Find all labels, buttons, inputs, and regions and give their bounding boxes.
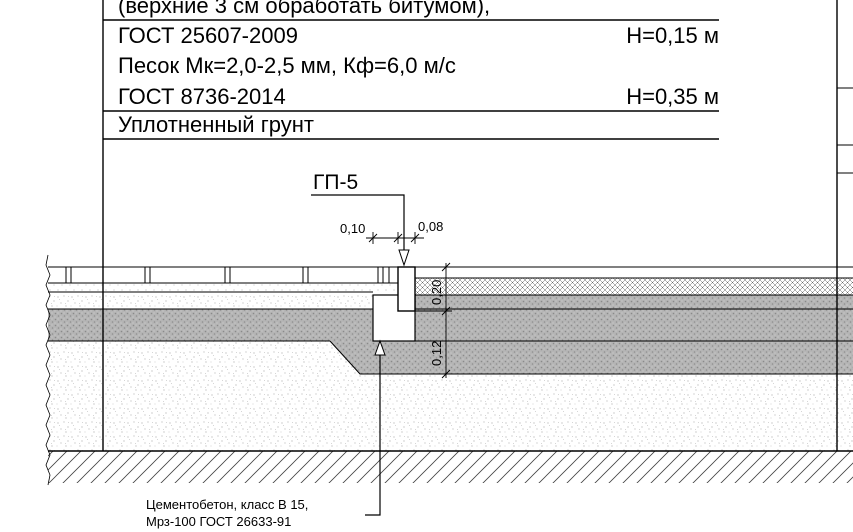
curb-stone [397, 266, 416, 312]
height-dimension [415, 262, 452, 379]
width-dimension [366, 232, 424, 244]
asphalt-layer [415, 278, 853, 295]
callout-line-2: Мрз-100 ГОСТ 26633-91 [146, 514, 291, 529]
spec-row-0-left: (верхние 3 см обработать битумом), [118, 0, 490, 18]
curb-mark-label: ГП-5 [313, 171, 358, 194]
curb-assembly [372, 266, 416, 342]
spec-table: (верхние 3 см обработать битумом), ГОСТ … [118, 0, 719, 137]
spec-row-1-left: ГОСТ 25607-2009 [118, 23, 298, 48]
spec-row-4-left: Уплотненный грунт [118, 112, 314, 137]
sidewalk-subbase [48, 283, 398, 292]
spec-row-2-left: Песок Мк=2,0-2,5 мм, Кф=6,0 м/с [118, 53, 456, 78]
gravel-under-asphalt [415, 295, 853, 309]
frame-lines [102, 0, 853, 451]
dim-left-label: 0,10 [340, 221, 365, 236]
sidewalk-sand-layer [48, 292, 373, 309]
curb-mark-leader [311, 194, 410, 267]
spec-row-1-right: Н=0,15 м [626, 23, 719, 48]
paving-tiles [65, 266, 384, 284]
height-total-label: 0,20 [429, 280, 444, 305]
natural-ground-hatch [48, 451, 853, 483]
road-base-layer [415, 309, 853, 341]
spec-row-3-right: Н=0,35 м [626, 84, 719, 109]
concrete-callout-leader [365, 339, 386, 516]
spec-table-lines [103, 19, 719, 140]
base-depth-label: 0,12 [429, 341, 444, 366]
dim-right-label: 0,08 [418, 219, 443, 234]
callout-line-1: Цементобетон, класс В 15, [146, 497, 308, 512]
layer-lines [45, 254, 853, 486]
spec-row-3-left: ГОСТ 8736-2014 [118, 84, 286, 109]
